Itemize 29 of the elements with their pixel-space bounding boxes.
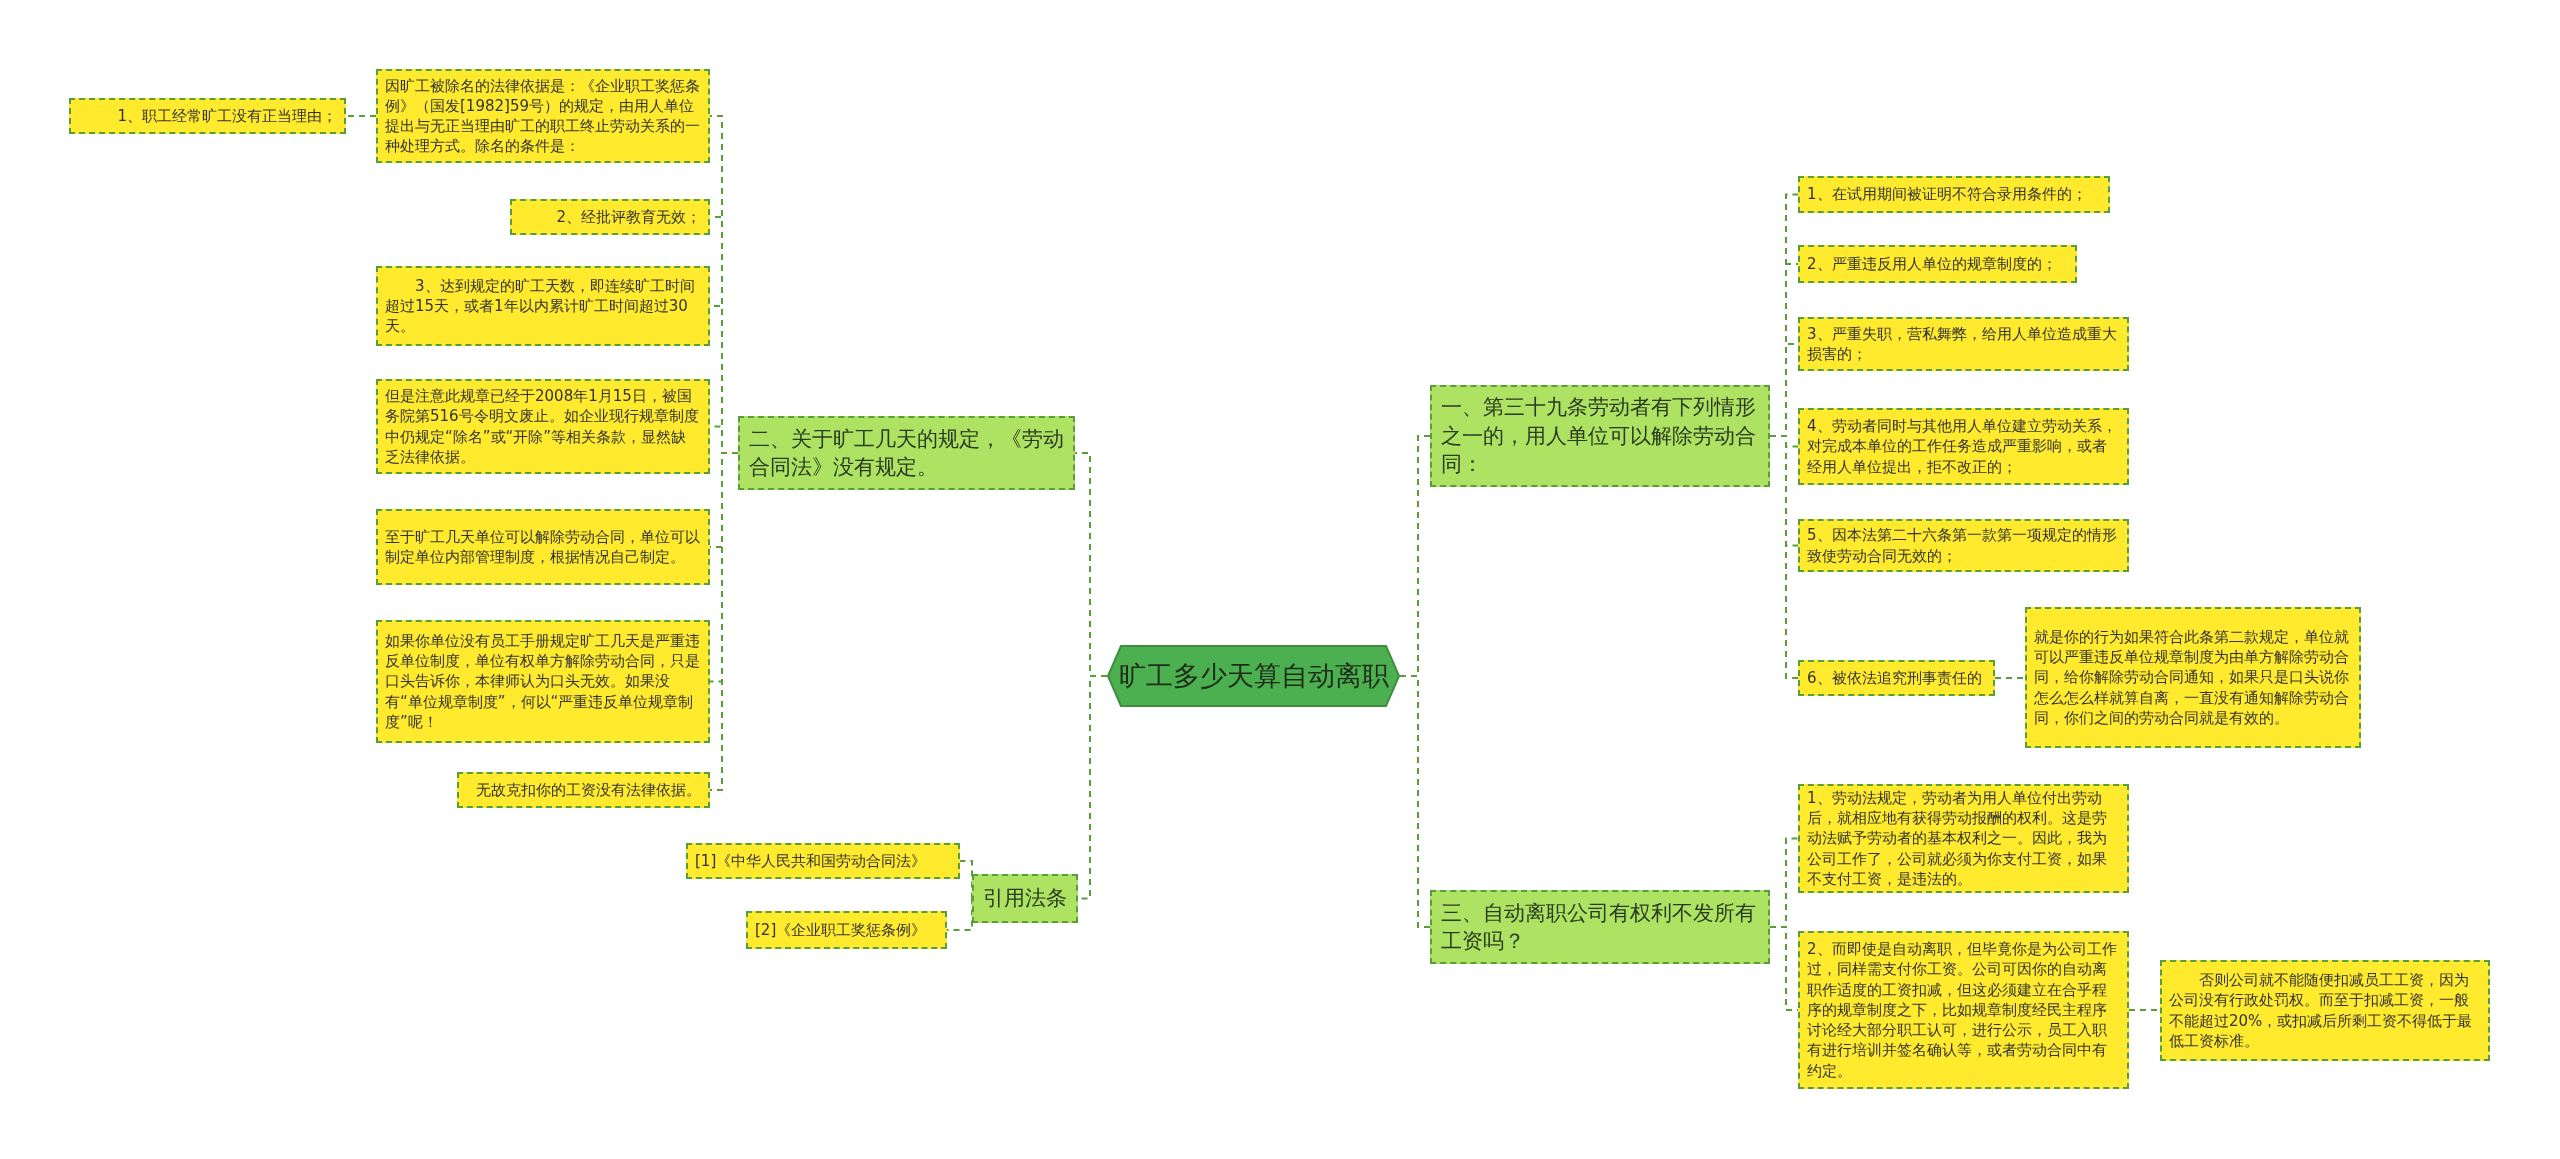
subtopic-box: 5、因本法第二十六条第一款第一项规定的情形致使劳动合同无效的； — [1798, 519, 2129, 572]
connector — [345, 115, 377, 117]
subtopic-box: 2、而即使是自动离职，但毕竟你是为公司工作过，同样需支付你工资。公司可因你的自动离职作适度的工资扣减，但这必须建立在合乎程序的规章制度之下，比如规章制度经民主程序讨论经大部分职工认可，进行公示，员工入职有进行培训并签名确认等，或者劳动合同中有约定。 — [1798, 931, 2129, 1089]
central-topic: 旷工多少天算自动离职 — [1107, 645, 1400, 707]
branch-topic: 引用法条 — [972, 874, 1078, 923]
subtopic-box: 如果你单位没有员工手册规定旷工几天是严重违反单位制度，单位有权单方解除劳动合同，只是口头告诉你，本律师认为口头无效。如果没有“单位规章制度”，何以“严重违反单位规章制度”呢！ — [376, 620, 710, 743]
subtopic-box: 至于旷工几天单位可以解除劳动合同，单位可以制定单位内部管理制度，根据情况自己制定。 — [376, 509, 710, 585]
subtopic-box: 就是你的行为如果符合此条第二款规定，单位就可以严重违反单位规章制度为由单方解除劳动合同，给你解除劳动合同通知，如果只是口头说你怎么怎么样就算自离，一直没有通知解除劳动合同，你们之间的劳动合同就是有效的。 — [2025, 607, 2361, 748]
branch-topic: 三、自动离职公司有权利不发所有工资吗？ — [1430, 890, 1770, 964]
subtopic-box: 但是注意此规章已经于2008年1月15日，被国务院第516号令明文废止。如企业现行规章制度中仍规定“除名”或“开除”等相关条款，显然缺乏法律依据。 — [376, 379, 710, 474]
connector — [1769, 435, 1799, 679]
subtopic-box: 否则公司就不能随便扣减员工工资，因为公司没有行政处罚权。而至于扣减工资，一般不能超过20%，或扣减后所剩工资不得低于最低工资标准。 — [2160, 960, 2490, 1061]
subtopic-box: 1、职工经常旷工没有正当理由； — [69, 98, 346, 134]
subtopic-box: 1、在试用期间被证明不符合录用条件的； — [1798, 176, 2110, 213]
connector — [1399, 675, 1431, 928]
branch-topic: 一、第三十九条劳动者有下列情形之一的，用人单位可以解除劳动合同： — [1430, 385, 1770, 487]
subtopic-box: 2、严重违反用人单位的规章制度的； — [1798, 245, 2077, 283]
subtopic-box: 4、劳动者同时与其他用人单位建立劳动关系，对完成本单位的工作任务造成严重影响，或者经用人单位提出，拒不改正的； — [1798, 408, 2129, 485]
subtopic-box: 1、劳动法规定，劳动者为用人单位付出劳动后，就相应地有获得劳动报酬的权利。这是劳动法赋予劳动者的基本权利之一。因此，我为公司工作了，公司就必须为你支付工资，如果不支付工资，是违法的。 — [1798, 784, 2129, 893]
subtopic-box: [2]《企业职工奖惩条例》 — [746, 911, 947, 949]
subtopic-box: 3、达到规定的旷工天数，即连续旷工时间超过15天，或者1年以内累计旷工时间超过30天。 — [376, 266, 710, 346]
subtopic-box: 3、严重失职，营私舞弊，给用人单位造成重大损害的； — [1798, 317, 2129, 371]
connector — [1994, 677, 2026, 679]
branch-topic: 二、关于旷工几天的规定，《劳动合同法》没有规定。 — [738, 416, 1075, 490]
subtopic-box: 无故克扣你的工资没有法律依据。 — [457, 772, 710, 808]
subtopic-box: 因旷工被除名的法律依据是：《企业职工奖惩条例》（国发[1982]59号）的规定，由用人单位提出与无正当理由旷工的职工终止劳动关系的一种处理方式。除名的条件是： — [376, 69, 710, 163]
subtopic-box: 6、被依法追究刑事责任的 — [1798, 660, 1995, 696]
subtopic-box: 2、经批评教育无效； — [510, 199, 710, 235]
subtopic-box: [1]《中华人民共和国劳动合同法》 — [686, 843, 960, 879]
